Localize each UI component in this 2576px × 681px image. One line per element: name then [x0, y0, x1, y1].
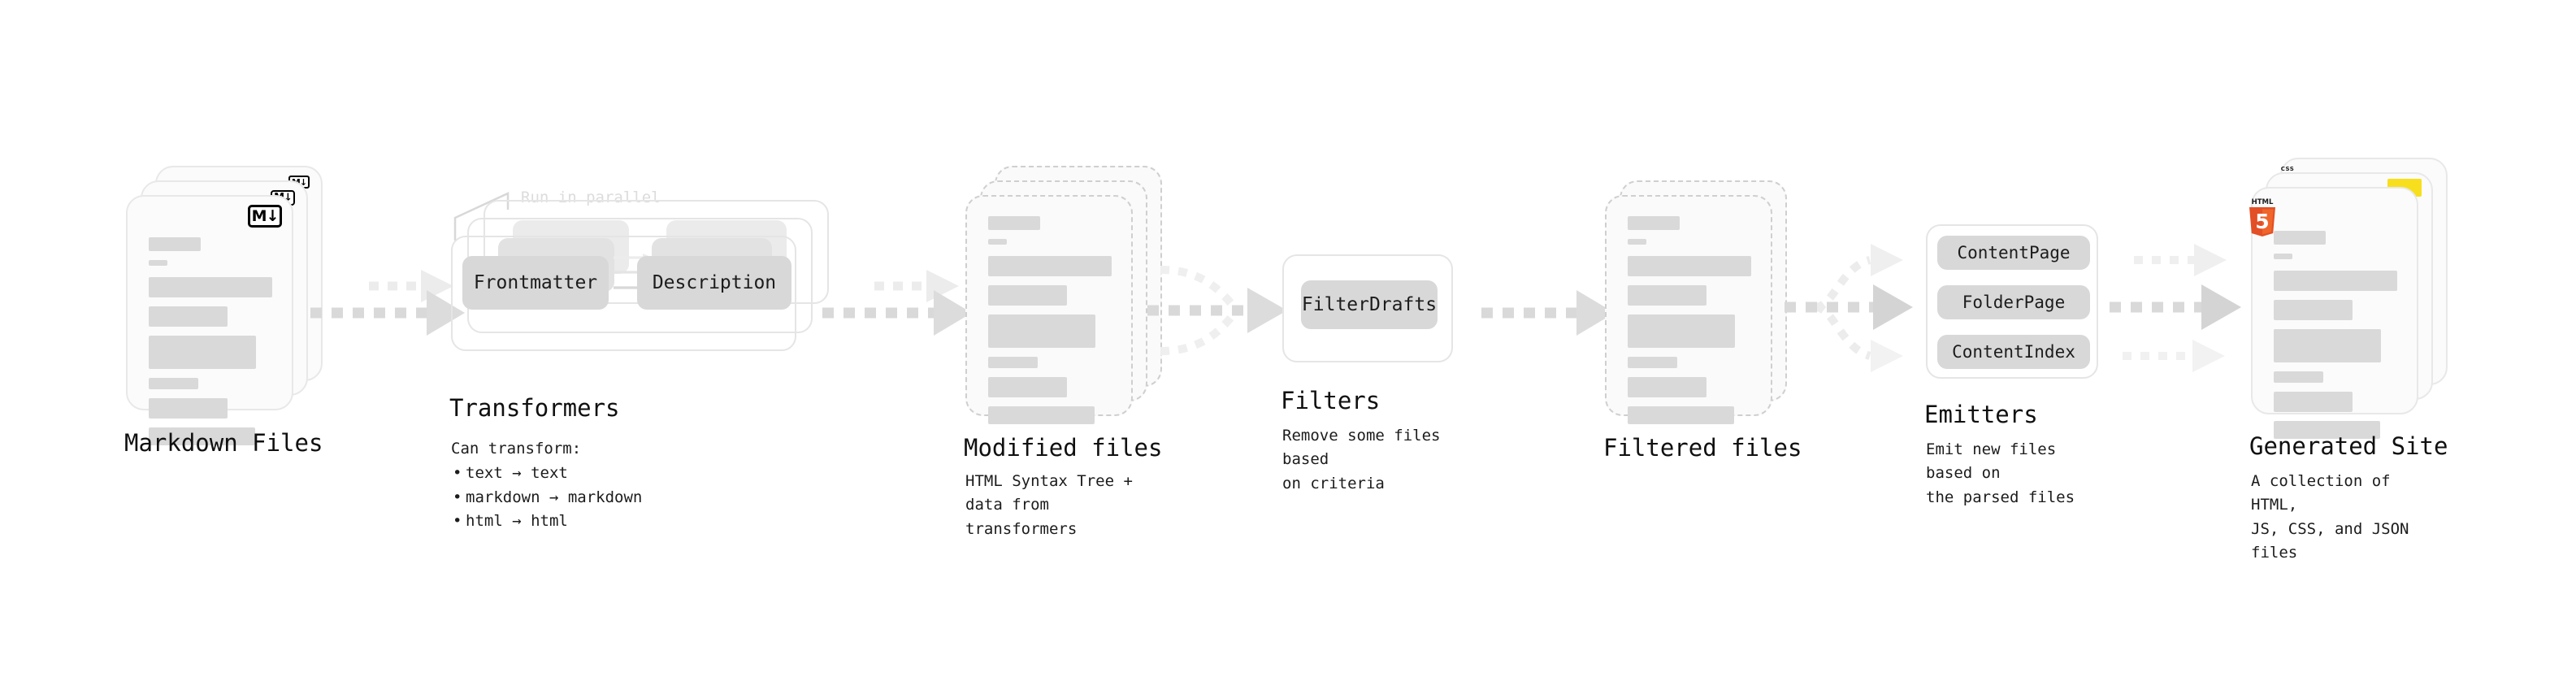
skeleton-bar: [2274, 371, 2323, 383]
markdown-card-stack: M↓ M↓ M↓: [126, 166, 323, 445]
run-in-parallel-label: Run in parallel: [521, 189, 661, 206]
list-item: text → text: [451, 462, 642, 486]
stage-subtitle: Emit new files based on the parsed files: [1926, 440, 2075, 506]
chip-label: FolderPage: [1962, 293, 2066, 312]
list-item: html → html: [451, 510, 642, 534]
skeleton-bar: [149, 306, 228, 327]
skeleton-bar: [1628, 285, 1707, 306]
emitter-chip-folderpage[interactable]: FolderPage: [1937, 285, 2090, 319]
stage-generated-site: CSS HTML 5: [2249, 158, 2448, 562]
stage-title: Transformers: [449, 394, 620, 422]
stage-transformers: Run in parallel: [449, 189, 857, 534]
transformer-box-front: [451, 236, 796, 351]
skeleton-bar: [149, 398, 228, 419]
connector-arrow: [310, 267, 465, 348]
skeleton-bar: [2274, 231, 2326, 245]
skeleton-bar: [1628, 406, 1734, 424]
capabilities-list: text → text markdown → markdown html → h…: [451, 462, 642, 534]
connector-arrow-triple: [2110, 234, 2260, 380]
chip-label: ContentIndex: [1952, 342, 2075, 362]
skeleton-bar: [2274, 329, 2382, 362]
skeleton-bar: [988, 377, 1068, 397]
html5-icon: HTML 5: [2244, 195, 2280, 237]
chip-label: Frontmatter: [473, 272, 598, 293]
site-card-front: HTML 5: [2249, 187, 2418, 439]
skeleton-bar: [2274, 421, 2380, 439]
skeleton-bar: [988, 285, 1068, 306]
skeleton-bar: [149, 237, 201, 251]
stage-title: Modified files: [964, 434, 1163, 462]
modified-card-front: [965, 195, 1133, 424]
transformer-chip-frontmatter[interactable]: Frontmatter: [462, 256, 609, 310]
stage-modified-files: Modified files HTML Syntax Tree + data f…: [964, 166, 1162, 538]
run-in-parallel-bracket: [453, 192, 510, 241]
stage-filtered-files: Filtered files: [1603, 180, 1802, 462]
skeleton-bar: [149, 336, 257, 369]
connector-arrow: [822, 267, 973, 348]
skeleton-bar: [988, 314, 1096, 348]
stage-markdown-files: M↓ M↓ M↓ Markdown Files: [124, 166, 323, 457]
list-item: markdown → markdown: [451, 486, 642, 510]
stage-emitters: ContentPage FolderPage ContentIndex Emit…: [1924, 224, 2098, 506]
skeleton-bar: [149, 378, 198, 389]
skeleton-bar: [149, 427, 255, 445]
filtered-card-stack: [1605, 180, 1792, 424]
skeleton-bar: [2274, 271, 2397, 291]
transformer-capabilities: Can transform: text → text markdown → ma…: [451, 437, 642, 534]
filters-box: FilterDrafts: [1282, 254, 1453, 362]
skeleton-bar: [2274, 392, 2353, 412]
skeleton-bar: [988, 216, 1040, 230]
chip-label: ContentPage: [1957, 243, 2071, 262]
connector-arrow-fanout: [1785, 234, 1935, 380]
markdown-icon: M↓: [248, 205, 282, 228]
skeleton-bar: [988, 239, 1007, 245]
transformer-group-stack: Frontmatter Description: [451, 200, 857, 374]
svg-text:5: 5: [2255, 210, 2269, 233]
stage-subtitle: HTML Syntax Tree + data from transformer…: [965, 472, 1133, 538]
skeleton-bar: [1628, 314, 1736, 348]
stage-title: Generated Site: [2249, 432, 2448, 460]
skeleton-bar: [1628, 377, 1707, 397]
stage-title: Markdown Files: [124, 429, 323, 457]
skeleton-bar: [988, 406, 1095, 424]
skeleton-bar: [149, 260, 167, 266]
filtered-card-front: [1605, 195, 1772, 424]
stage-subtitle: Remove some files based on criteria: [1282, 427, 1441, 492]
svg-text:HTML: HTML: [2252, 198, 2274, 206]
chip-label: Description: [652, 272, 777, 293]
emitter-chip-contentindex[interactable]: ContentIndex: [1937, 335, 2090, 369]
file-skeleton: [149, 237, 272, 454]
emitter-chip-contentpage[interactable]: ContentPage: [1937, 236, 2090, 270]
skeleton-bar: [1628, 239, 1646, 245]
stage-title: Filtered files: [1603, 434, 1802, 462]
skeleton-bar: [2274, 300, 2353, 320]
transformer-chip-description[interactable]: Description: [637, 256, 791, 310]
skeleton-bar: [988, 256, 1112, 276]
modified-card-stack: [965, 166, 1162, 424]
site-card-stack: CSS HTML 5: [2249, 158, 2448, 439]
skeleton-bar: [988, 357, 1038, 368]
file-skeleton: [2274, 231, 2397, 448]
file-skeleton: [1628, 216, 1751, 433]
stage-title: Filters: [1281, 387, 1381, 414]
connector-arrow-converge: [1147, 260, 1310, 358]
stage-title: Emitters: [1924, 401, 2038, 428]
file-skeleton: [988, 216, 1112, 433]
filter-chip-filterdrafts[interactable]: FilterDrafts: [1301, 280, 1438, 329]
connector-arrow: [1481, 288, 1615, 337]
chip-label: FilterDrafts: [1301, 294, 1438, 315]
stage-filters: FilterDrafts Filters Remove some files b…: [1281, 254, 1453, 492]
skeleton-bar: [1628, 357, 1677, 368]
emitters-box: ContentPage FolderPage ContentIndex: [1926, 224, 2098, 379]
capabilities-lead: Can transform:: [451, 440, 582, 458]
skeleton-bar: [1628, 256, 1751, 276]
stage-subtitle: A collection of HTML, JS, CSS, and JSON …: [2251, 472, 2409, 562]
skeleton-bar: [2274, 254, 2292, 259]
skeleton-bar: [149, 277, 272, 297]
css-icon-label: CSS: [2280, 166, 2295, 172]
markdown-card-front: M↓: [126, 195, 293, 445]
skeleton-bar: [1628, 216, 1680, 230]
